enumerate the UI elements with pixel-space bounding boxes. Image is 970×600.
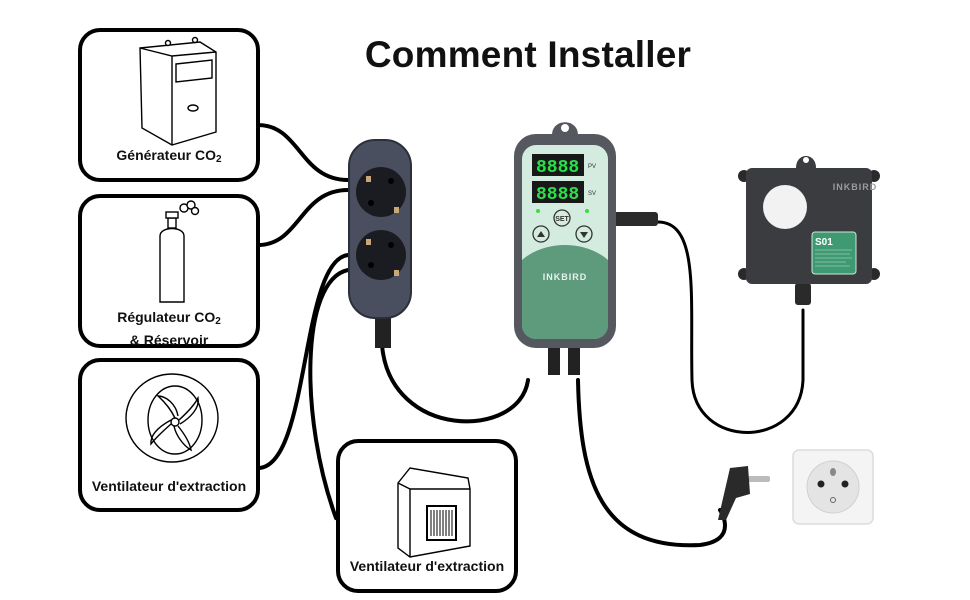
cable-controller-to-plug	[576, 378, 727, 548]
round-fan-icon	[125, 373, 219, 463]
co2-tank-regulator-icon	[159, 200, 200, 303]
set-button	[553, 209, 571, 227]
controller-brand: INKBIRD	[543, 272, 588, 282]
cable-box-fan	[308, 268, 350, 520]
card-box-fan	[336, 439, 518, 593]
pv-display: 8888	[536, 158, 579, 178]
co2-generator-icon	[139, 36, 217, 146]
power-strip	[348, 139, 412, 348]
page-title: Comment Installer	[364, 34, 692, 75]
sv-display: 8888	[536, 185, 579, 205]
card-co2-regulator	[78, 194, 260, 348]
down-arrow-icon	[580, 232, 588, 238]
cables	[256, 123, 805, 548]
cable-co2-generator	[256, 123, 350, 182]
cable-co2-regulator	[256, 188, 350, 247]
socket-2	[356, 230, 406, 280]
box-fan-icon	[397, 467, 471, 558]
card-co2-generator	[78, 28, 260, 182]
power-plug	[718, 466, 770, 520]
box-fan-label: Ventilateur d'extraction	[349, 558, 505, 574]
co2-sensor: INKBIRD S01	[738, 156, 880, 305]
card-round-fan	[78, 358, 260, 512]
round-fan-label: Ventilateur d'extraction	[91, 478, 247, 494]
cable-strip-to-controller	[380, 343, 530, 424]
wall-outlet	[792, 449, 874, 525]
controller: 8888 8888 PV SV SET INKBIRD	[514, 122, 658, 375]
socket-1	[356, 167, 406, 217]
svg-text:SET: SET	[555, 216, 569, 223]
co2-regulator-label: Régulateur CO2& Réservoir	[117, 309, 221, 348]
sensor-brand: INKBIRD	[833, 182, 878, 192]
sensor-model: S01	[815, 237, 833, 248]
up-arrow-icon	[537, 231, 545, 237]
cable-round-fan	[256, 253, 350, 470]
cable-controller-to-sensor	[656, 220, 805, 434]
sv-label: SV	[588, 191, 596, 197]
pv-label: PV	[588, 164, 596, 170]
co2-generator-label: Générateur CO2	[116, 147, 222, 165]
